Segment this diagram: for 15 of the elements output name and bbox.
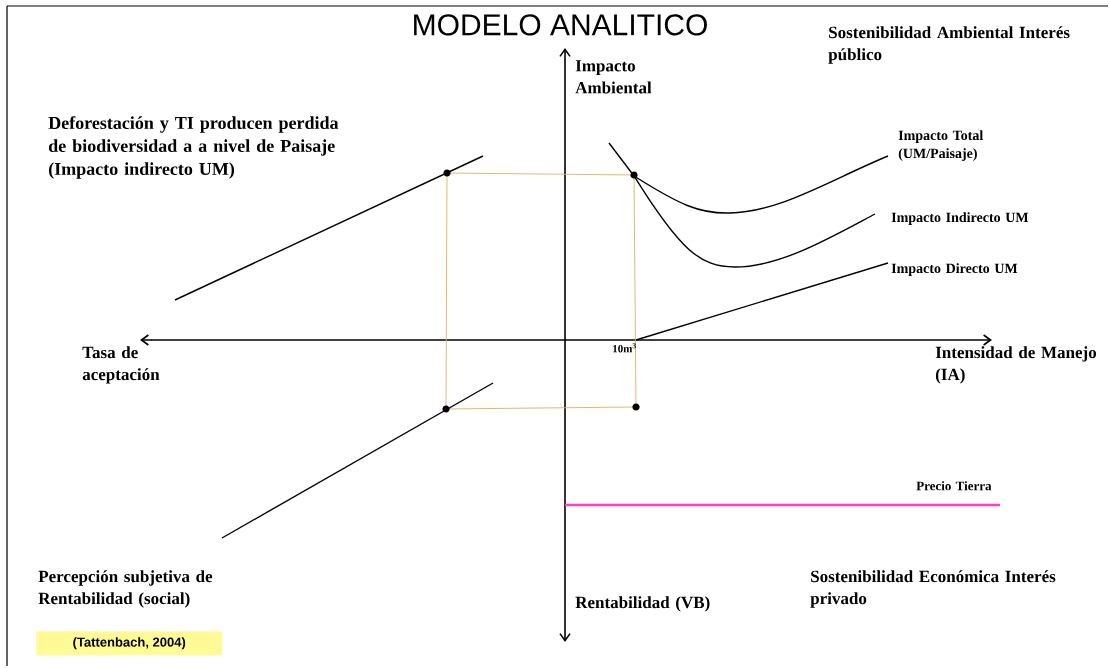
quadrant-label: Percepción subjetiva de Rentabilidad (social) bbox=[38, 570, 213, 608]
quadrant-label: Sostenibilidad Ambiental Interés público bbox=[828, 26, 1070, 64]
axis-label: Rentabilidad (VB) bbox=[575, 596, 710, 612]
tick-label: 10m$^{3}$ bbox=[613, 343, 636, 353]
citation-box: (Tattenbach, 2004) bbox=[36, 631, 223, 656]
curve-label: Impacto Directo UM bbox=[891, 263, 1018, 276]
curve-label: Impacto Total (UM/Paisaje) bbox=[898, 130, 983, 161]
axis-label: Impacto Ambiental bbox=[575, 60, 652, 94]
quadrant-label: Sostenibilidad Económica Interés privado bbox=[810, 570, 1056, 608]
annotation-text: Deforestación y TI producen perdida de biodiversidad a a nivel de Paisaje (Impacto indirecto UM) bbox=[48, 116, 339, 179]
line-label: Precio Tierra bbox=[916, 481, 992, 491]
axis-label: Intensidad de Manejo (IA) bbox=[935, 346, 1097, 384]
title: MODELO ANALITICO bbox=[414, 14, 707, 36]
axis-label: Tasa de aceptación bbox=[82, 346, 160, 384]
curve-label: Impacto Indirecto UM bbox=[891, 212, 1029, 225]
